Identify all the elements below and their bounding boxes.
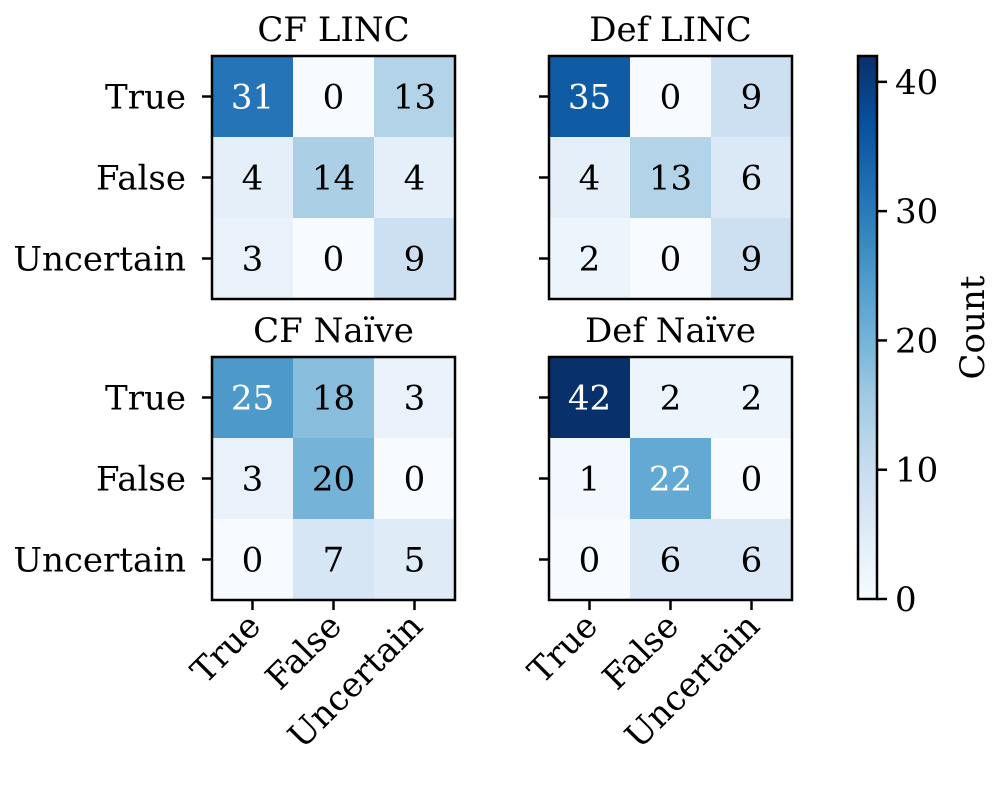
cell-value-label: 0 bbox=[323, 78, 345, 118]
y-tick-label: False bbox=[96, 159, 186, 199]
colorbar-tick-label: 0 bbox=[895, 580, 917, 620]
heatmap-cell bbox=[374, 56, 455, 137]
cell-value-label: 31 bbox=[231, 78, 274, 118]
heatmap-cell bbox=[293, 56, 374, 137]
heatmap-cell bbox=[711, 438, 792, 519]
heatmap-cell bbox=[374, 438, 455, 519]
cell-value-label: 0 bbox=[660, 240, 682, 280]
cell-value-label: 3 bbox=[404, 379, 426, 419]
heatmap-cell bbox=[630, 519, 711, 600]
cell-value-label: 0 bbox=[404, 460, 426, 500]
heatmap-cell bbox=[212, 137, 293, 218]
cell-value-label: 6 bbox=[741, 541, 763, 581]
heatmap-cell bbox=[374, 519, 455, 600]
y-tick-label: Uncertain bbox=[13, 541, 186, 581]
cell-value-label: 0 bbox=[741, 460, 763, 500]
heatmap-cell bbox=[293, 218, 374, 299]
panel-title: CF LINC bbox=[257, 10, 409, 50]
heatmap-cell bbox=[374, 218, 455, 299]
heatmap-cell bbox=[630, 357, 711, 438]
heatmap-cell bbox=[549, 357, 630, 438]
cell-value-label: 4 bbox=[242, 159, 264, 199]
heatmap-cell bbox=[212, 56, 293, 137]
panel-title: CF Naïve bbox=[253, 311, 414, 351]
heatmap-cell bbox=[212, 218, 293, 299]
cell-value-label: 35 bbox=[568, 78, 611, 118]
heatmap-cell bbox=[630, 137, 711, 218]
cell-value-label: 25 bbox=[231, 379, 274, 419]
colorbar-tick-label: 10 bbox=[895, 451, 938, 491]
panel-title: Def LINC bbox=[589, 10, 752, 50]
heatmap-cell bbox=[711, 137, 792, 218]
cell-value-label: 42 bbox=[568, 379, 611, 419]
y-tick-label: Uncertain bbox=[13, 240, 186, 280]
heatmap-cell bbox=[630, 438, 711, 519]
cell-value-label: 6 bbox=[741, 159, 763, 199]
x-tick-label: True bbox=[520, 606, 606, 692]
cell-value-label: 9 bbox=[404, 240, 426, 280]
cell-value-label: 0 bbox=[323, 240, 345, 280]
cell-value-label: 13 bbox=[393, 78, 436, 118]
heatmap-cell bbox=[374, 357, 455, 438]
cell-value-label: 22 bbox=[649, 460, 692, 500]
y-tick-label: False bbox=[96, 460, 186, 500]
heatmap-cell bbox=[711, 56, 792, 137]
heatmap-cell bbox=[293, 519, 374, 600]
heatmap-cell bbox=[549, 56, 630, 137]
cell-value-label: 9 bbox=[741, 78, 763, 118]
heatmap-cell bbox=[630, 56, 711, 137]
heatmap-cell bbox=[212, 357, 293, 438]
heatmap-cell bbox=[549, 438, 630, 519]
cell-value-label: 5 bbox=[404, 541, 426, 581]
x-tick-label: True bbox=[183, 606, 269, 692]
colorbar-label: Count bbox=[953, 275, 993, 379]
heatmap-cell bbox=[630, 218, 711, 299]
panel-title: Def Naïve bbox=[585, 311, 756, 351]
cell-value-label: 4 bbox=[579, 159, 601, 199]
cell-value-label: 6 bbox=[660, 541, 682, 581]
cell-value-label: 2 bbox=[579, 240, 601, 280]
heatmap-cell bbox=[293, 137, 374, 218]
cell-value-label: 14 bbox=[312, 159, 355, 199]
cell-value-label: 1 bbox=[579, 460, 601, 500]
heatmap-cell bbox=[549, 519, 630, 600]
cell-value-label: 13 bbox=[649, 159, 692, 199]
cell-value-label: 4 bbox=[404, 159, 426, 199]
cell-value-label: 0 bbox=[579, 541, 601, 581]
heatmap-cell bbox=[711, 519, 792, 600]
heatmap-cell bbox=[711, 357, 792, 438]
colorbar-tick-label: 30 bbox=[895, 192, 938, 232]
y-tick-label: True bbox=[105, 78, 186, 118]
heatmap-cell bbox=[293, 438, 374, 519]
heatmap-cell bbox=[212, 519, 293, 600]
cell-value-label: 20 bbox=[312, 460, 355, 500]
cell-value-label: 3 bbox=[242, 460, 264, 500]
cell-value-label: 2 bbox=[660, 379, 682, 419]
heatmap-cell bbox=[293, 357, 374, 438]
cell-value-label: 3 bbox=[242, 240, 264, 280]
heatmap-cell bbox=[549, 218, 630, 299]
colorbar-tick-label: 20 bbox=[895, 321, 938, 361]
cell-value-label: 0 bbox=[660, 78, 682, 118]
heatmap-cell bbox=[711, 218, 792, 299]
heatmap-cell bbox=[374, 137, 455, 218]
cell-value-label: 7 bbox=[323, 541, 345, 581]
cell-value-label: 0 bbox=[242, 541, 264, 581]
colorbar-gradient bbox=[856, 54, 879, 601]
cell-value-label: 18 bbox=[312, 379, 355, 419]
colorbar-tick-label: 40 bbox=[895, 63, 938, 103]
heatmap-cell bbox=[212, 438, 293, 519]
cell-value-label: 9 bbox=[741, 240, 763, 280]
y-tick-label: True bbox=[105, 379, 186, 419]
panel-def-linc: 35 0 9 4 13 6 2 0 9 Def LINC bbox=[539, 10, 794, 301]
heatmap-cell bbox=[549, 137, 630, 218]
cell-value-label: 2 bbox=[741, 379, 763, 419]
